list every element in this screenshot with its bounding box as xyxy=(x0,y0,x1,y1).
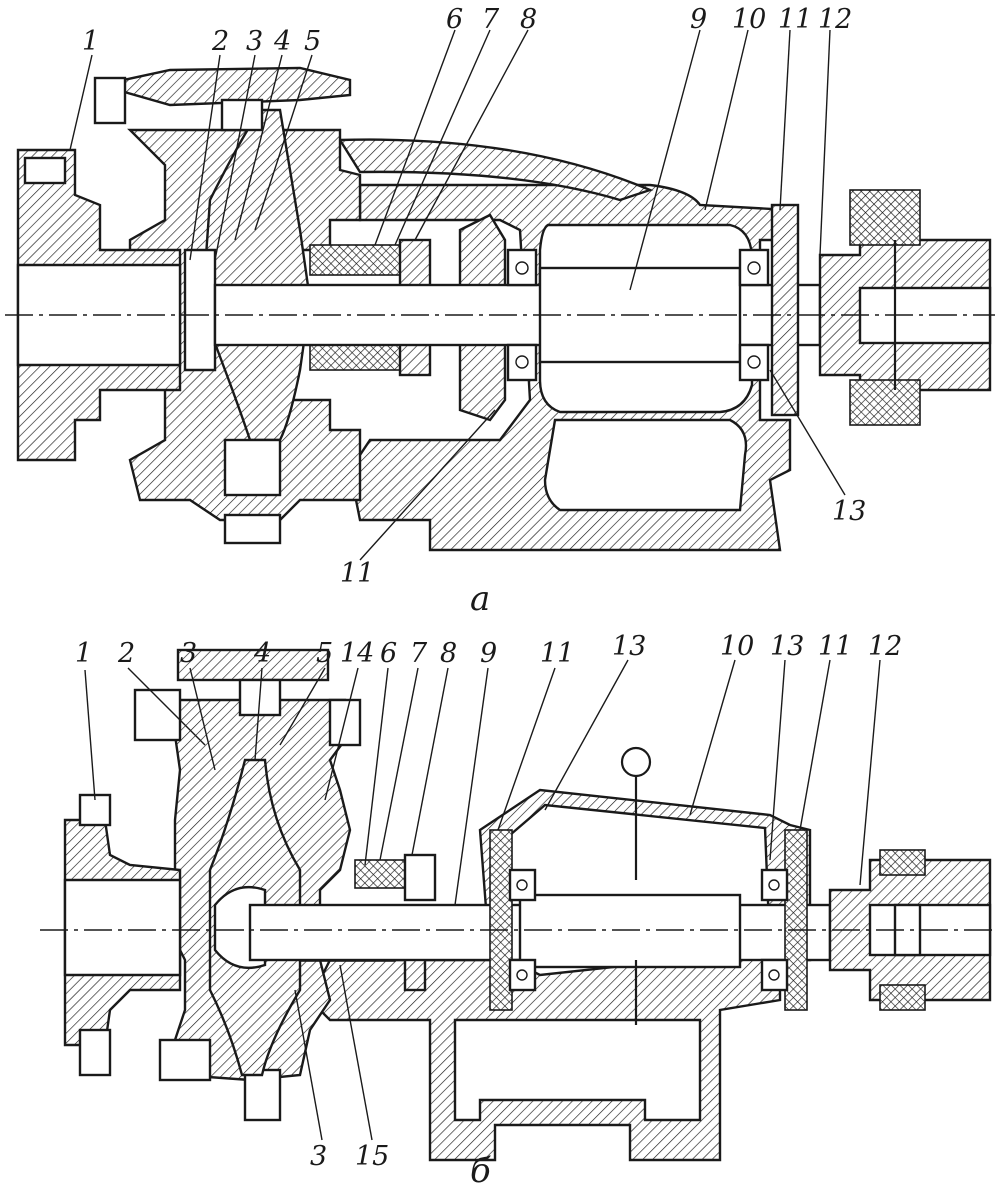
label-b-11-left: 11 xyxy=(540,638,574,669)
bearing-right-bottom-b xyxy=(760,958,789,992)
label-a-1: 1 xyxy=(82,26,99,57)
label-b-9: 9 xyxy=(480,638,497,669)
label-a-5: 5 xyxy=(304,26,321,57)
label-b-4: 4 xyxy=(253,638,271,669)
figure-a-pump: 1 2 3 4 5 6 7 8 9 10 11 12 11 13 a xyxy=(5,4,995,619)
leaders-b xyxy=(84,659,881,1141)
bearing-left-bottom-b xyxy=(508,958,537,992)
figure-b-pump: 1 2 3 4 5 14 6 7 8 9 11 13 10 13 11 12 3… xyxy=(40,631,995,1187)
label-b-7: 7 xyxy=(410,638,428,669)
label-a-11-top: 11 xyxy=(778,4,812,35)
label-a-10: 10 xyxy=(732,4,766,35)
label-b-13-right: 13 xyxy=(770,631,804,662)
volute-top-a xyxy=(99,66,352,107)
label-a-6: 6 xyxy=(446,4,463,35)
shaft-sleeve-b xyxy=(518,893,742,969)
ball-a4 xyxy=(747,355,761,369)
label-b-6: 6 xyxy=(380,638,397,669)
top-plug-a xyxy=(220,98,264,132)
ball-a2 xyxy=(515,355,529,369)
bearing-cover-left-b xyxy=(489,829,513,1011)
label-a-13: 13 xyxy=(832,496,866,527)
label-b-8: 8 xyxy=(440,638,457,669)
lifting-eye-b xyxy=(620,746,652,778)
ball-b4 xyxy=(768,969,780,981)
ball-a3 xyxy=(747,261,761,275)
label-b-3: 3 xyxy=(180,638,197,669)
top-arch-a xyxy=(337,138,654,202)
bearing-left-top-b xyxy=(508,868,537,902)
label-a-7: 7 xyxy=(482,4,500,35)
label-a-9: 9 xyxy=(690,4,707,35)
label-b-1: 1 xyxy=(75,638,92,669)
gland-nut-b xyxy=(403,853,437,902)
label-b-10: 10 xyxy=(720,631,754,662)
top-bolt-a xyxy=(93,76,127,125)
caption-a: a xyxy=(470,579,490,619)
label-b-13-left: 13 xyxy=(612,631,646,662)
label-a-11-bottom: 11 xyxy=(340,558,374,589)
bearing-right-top-b xyxy=(760,868,789,902)
drain-plug-a xyxy=(223,438,282,497)
leaders-a xyxy=(69,29,846,561)
impeller-eye-a xyxy=(183,248,217,372)
label-b-15: 15 xyxy=(355,1141,389,1172)
label-a-8: 8 xyxy=(520,4,537,35)
flange-foot-b xyxy=(78,1028,112,1077)
bearing-right-bottom-a xyxy=(738,343,770,382)
gland-packing-b xyxy=(354,859,406,889)
label-b-2: 2 xyxy=(117,638,135,669)
coupling-pad-top-a xyxy=(849,189,921,246)
bearing-left-bottom-a xyxy=(506,343,538,382)
coupling-pad-bottom-a xyxy=(849,379,921,426)
label-a-2: 2 xyxy=(211,26,229,57)
ball-b1 xyxy=(516,879,528,891)
ball-b3 xyxy=(768,879,780,891)
end-cap-a xyxy=(770,203,800,417)
bearing-left-top-a xyxy=(506,248,538,287)
label-a-12: 12 xyxy=(818,4,852,35)
label-b-12: 12 xyxy=(868,631,902,662)
caption-b: б xyxy=(470,1151,491,1187)
ball-b2 xyxy=(516,969,528,981)
coupling-pad-bottom-b xyxy=(879,984,926,1011)
bearing-right-top-a xyxy=(738,248,770,287)
ball-a1 xyxy=(515,261,529,275)
label-b-11-right: 11 xyxy=(818,631,852,662)
label-b-5: 5 xyxy=(316,638,333,669)
label-b-3-bottom: 3 xyxy=(310,1141,327,1172)
bearing-cover-right-b xyxy=(784,829,808,1011)
label-a-4: 4 xyxy=(273,26,291,57)
flange-bolt-a xyxy=(23,156,67,185)
packing-top-a xyxy=(309,244,401,276)
bottom-nut-a xyxy=(223,513,282,545)
label-b-14: 14 xyxy=(340,638,374,669)
frame-window-a xyxy=(543,418,748,512)
coupling-bore-a xyxy=(858,286,992,345)
frame-window-b xyxy=(453,1018,702,1122)
inlet-bore-b xyxy=(63,878,182,977)
drain-plug-b xyxy=(243,1068,282,1122)
lower-bolt-b xyxy=(158,1038,212,1082)
casing-top-b xyxy=(176,648,330,682)
coupling-pad-top-b xyxy=(879,849,926,876)
label-a-3: 3 xyxy=(246,26,263,57)
